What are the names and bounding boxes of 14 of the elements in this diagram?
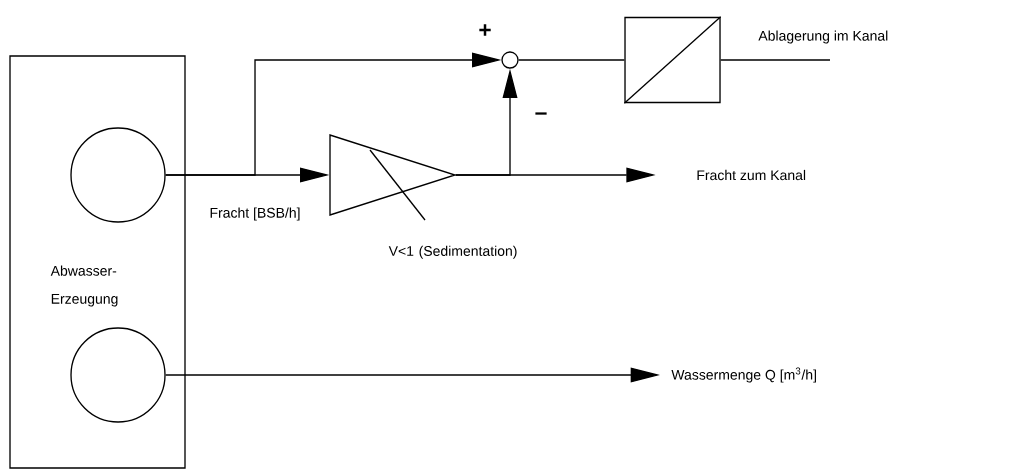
edge-label: Fracht [BSB/h] (208, 206, 302, 222)
connector-line (518, 59, 625, 61)
sign-label: – (533, 111, 549, 121)
source-circle (70, 127, 166, 223)
junction-circle (501, 51, 519, 69)
amplifier-caption: V<1 (Sedimentation) (388, 245, 517, 259)
generator-box: Abwasser- Erzeugung (9, 55, 186, 469)
connector-line (720, 59, 831, 61)
output-label: Ablagerung im Kanal (758, 30, 888, 44)
output-label: Fracht zum Kanal (697, 169, 806, 181)
transfer-block (623, 16, 722, 104)
sign-label: + (477, 23, 493, 39)
output-label: Wassermenge Q [m$^{3}$/h] (671, 367, 816, 383)
source-circle (70, 327, 166, 423)
